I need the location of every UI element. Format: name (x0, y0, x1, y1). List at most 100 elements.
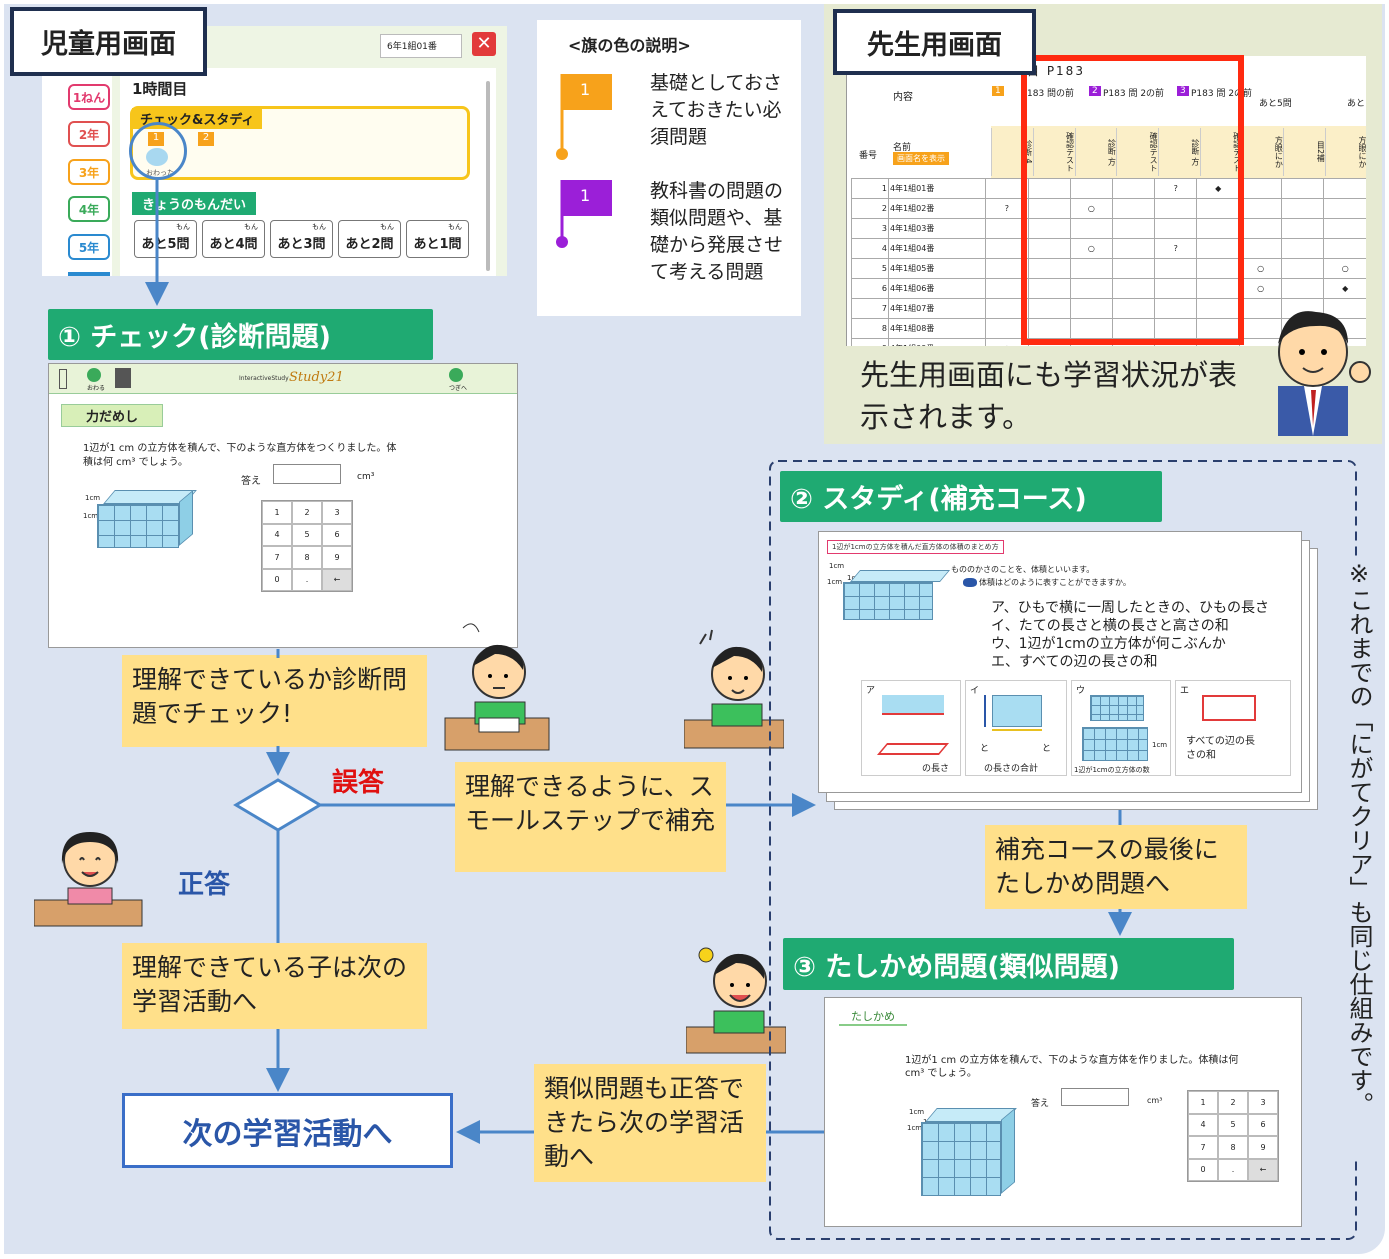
option-2: イ、たての長さと横の長さと高さの和 (991, 618, 1229, 634)
keypad-key[interactable]: 0 (262, 568, 292, 591)
panel-letter: エ (1180, 686, 1190, 696)
group-flag-2: 2 (1089, 86, 1101, 96)
panel-b: イ と と の長さの合計 (965, 680, 1067, 776)
confirm-cuboid (921, 1122, 1001, 1196)
keypad-key[interactable]: 7 (262, 546, 292, 569)
keypad-key[interactable]: 1 (1188, 1091, 1218, 1114)
keypad-key[interactable]: 6 (1248, 1113, 1278, 1136)
grade-6-partial (68, 272, 110, 276)
sub-column-header: 確認テスト (1116, 128, 1159, 176)
cube-label: 1cm (83, 512, 99, 520)
col-number: 番号 (859, 151, 878, 161)
similar-correct-note: 類似問題も正答できたら次の学習活動へ (534, 1064, 766, 1182)
panel-caption: の長さの合計 (984, 764, 1039, 774)
keypad-key[interactable]: 8 (1218, 1136, 1248, 1159)
grade-1[interactable]: 1ねん (68, 84, 110, 110)
col-content: 内容 (893, 92, 913, 103)
keypad-key[interactable]: . (292, 568, 322, 591)
keypad-key[interactable]: 9 (322, 546, 352, 569)
next-icon[interactable] (449, 368, 463, 382)
panel-a-box (882, 695, 944, 715)
grade-4[interactable]: 4年 (68, 196, 110, 222)
study-title-tag: 1辺が1cmの立方体を積んだ直方体の体積のまとめ方 (827, 540, 1004, 554)
study-sheet: 1辺が1cmの立方体を積んだ直方体の体積のまとめ方 1cm 1cm 1cm もの… (818, 531, 1302, 793)
grade-5[interactable]: 5年 (68, 234, 110, 260)
student-idea-icon (685, 935, 787, 1057)
confirm-screen: たしかめ 1辺が1 cm の立方体を積んで、下のような直方体を作りました。体積は… (824, 997, 1302, 1227)
logo-pre: InteractiveStudy (239, 375, 289, 382)
show-name-button[interactable]: 画面名を表示 (893, 152, 949, 165)
wrong-label: 誤答 (332, 768, 385, 798)
sub-column-header: 確認テスト (1199, 128, 1243, 176)
remaining-1[interactable]: あと1問 (406, 220, 469, 258)
option-3: ウ、1辺が1cmの立方体が何こぶんか (991, 636, 1226, 652)
cuboid-figure (97, 504, 179, 548)
panel-b-edge-v (984, 695, 986, 727)
keypad-key[interactable]: 4 (262, 523, 292, 546)
remaining-4[interactable]: あと4問 (202, 220, 265, 258)
teacher-label: 先生用画面 (833, 9, 1036, 75)
flag-2[interactable]: 2 (198, 132, 214, 146)
step2-banner: ② スタディ(補充コース) (780, 471, 1162, 522)
remaining-2[interactable]: あと2問 (338, 220, 401, 258)
panel-letter: ア (866, 686, 876, 696)
keypad-key[interactable]: 0 (1188, 1158, 1218, 1181)
cube-label: 1cm (85, 494, 101, 502)
panel-b-box (992, 695, 1042, 727)
group-col-4: あと5問 (1259, 99, 1292, 109)
keypad-key[interactable]: ← (322, 568, 352, 591)
id-field[interactable]: 6年1組01番 (380, 34, 462, 58)
calculator-icon[interactable] (115, 368, 131, 388)
purple-flag-icon (554, 176, 614, 266)
highlight-circle (129, 122, 187, 180)
option-1: ア、ひもで横に一周したときの、ひもの長さ (991, 600, 1270, 616)
scrollbar[interactable] (486, 81, 490, 271)
panel-c-cubes (1090, 695, 1144, 721)
remaining-5[interactable]: あと5問 (134, 220, 197, 258)
answer-input[interactable] (273, 464, 341, 484)
keypad-key[interactable]: ← (1248, 1158, 1278, 1181)
keypad-key[interactable]: 3 (322, 501, 352, 524)
study-cube-label: 1cm (829, 562, 845, 570)
keypad-key[interactable]: 8 (292, 546, 322, 569)
study-intro2: 体積はどのように表すことができますか。 (979, 578, 1131, 587)
grade-3[interactable]: 3年 (68, 159, 110, 185)
end-icon[interactable] (87, 368, 101, 382)
pencil-icon[interactable] (59, 369, 67, 389)
subcol-band (991, 126, 1366, 178)
sub-column-header: 診断 方 (1074, 128, 1118, 176)
keypad-key[interactable]: 2 (1218, 1091, 1248, 1114)
keypad-key[interactable]: 1 (262, 501, 292, 524)
panel-a: ア の長さ (861, 680, 961, 776)
keypad-key[interactable]: 6 (322, 523, 352, 546)
panel-b-mark: と (1042, 744, 1052, 754)
understand-note: 理解できている子は次の学習活動へ (122, 943, 427, 1029)
small-step-note: 理解できるように、スモールステップで補充 (455, 762, 726, 872)
orange-flag-num: 1 (580, 80, 591, 99)
study-cuboid-top (849, 570, 951, 582)
close-icon[interactable]: ✕ (472, 32, 496, 56)
period-title: 1時間目 (132, 80, 188, 98)
col-name: 名前 (893, 143, 912, 153)
teacher-figure-icon (1256, 286, 1376, 436)
keypad-key[interactable]: . (1218, 1158, 1248, 1181)
keypad-key[interactable]: 2 (292, 501, 322, 524)
keypad-key[interactable]: 4 (1188, 1113, 1218, 1136)
next-label: つぎへ (449, 385, 468, 392)
check-note: 理解できているか診断問題でチェック! (122, 655, 427, 747)
keypad-key[interactable]: 9 (1248, 1136, 1278, 1159)
step1-banner: ① チェック(診断問題) (48, 309, 433, 360)
remaining-3[interactable]: あと3問 (270, 220, 333, 258)
student-happy-icon (33, 820, 144, 930)
keypad-key[interactable]: 5 (1218, 1113, 1248, 1136)
confirm-cube-label: 1cm (907, 1124, 923, 1132)
keypad-key[interactable]: 7 (1188, 1136, 1218, 1159)
grade-2[interactable]: 2年 (68, 121, 110, 147)
keypad-key[interactable]: 3 (1248, 1091, 1278, 1114)
confirm-answer-input[interactable] (1061, 1088, 1129, 1106)
keypad-key[interactable]: 5 (292, 523, 322, 546)
sub-column-header: 診断 4 (991, 128, 1034, 176)
panel-c: ウ 1cm 1辺が1cmの立方体の数 (1071, 680, 1171, 776)
